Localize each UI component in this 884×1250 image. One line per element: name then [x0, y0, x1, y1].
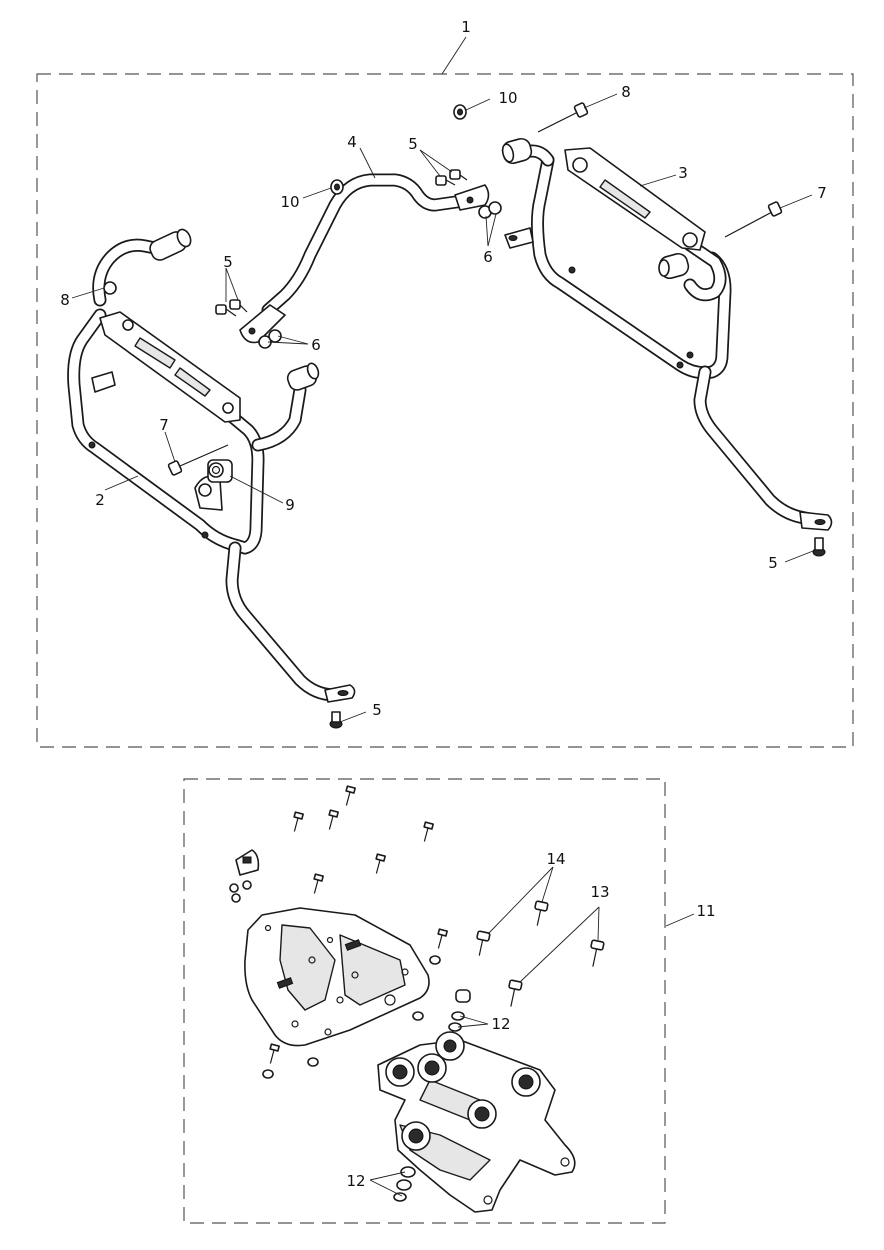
callout-7-left: 7	[159, 416, 169, 434]
small-nut-left	[103, 281, 117, 295]
lock-barrel-part	[207, 459, 233, 483]
foot-bolt-left	[329, 711, 343, 729]
long-bolt-right	[724, 201, 783, 238]
callout-10-top: 10	[498, 89, 517, 107]
callout-14: 14	[546, 850, 565, 868]
callout-5-foot-right: 5	[768, 554, 778, 572]
callout-7-right: 7	[817, 184, 827, 202]
rack-screws	[269, 785, 448, 1064]
callout-12-upper: 12	[491, 1015, 510, 1033]
rack-mount-boss	[385, 1031, 541, 1151]
callout-6-center: 6	[483, 248, 493, 266]
washer-top	[453, 104, 467, 120]
callout-6-left: 6	[311, 336, 321, 354]
callout-11: 11	[696, 902, 715, 920]
long-bolt-left	[167, 444, 229, 476]
washer-left	[330, 179, 344, 195]
rack-washers-upper	[412, 955, 471, 1032]
right-pannier-frame	[501, 137, 833, 531]
rack-small-clip	[229, 849, 260, 903]
bolt-pair-left	[215, 299, 248, 317]
callout-1: 1	[461, 18, 471, 36]
callout-13: 13	[590, 883, 609, 901]
callout-5-center: 5	[408, 135, 418, 153]
callout-5-left: 5	[223, 253, 233, 271]
long-bolt-top-right	[537, 102, 589, 133]
callout-9: 9	[285, 496, 295, 514]
left-pannier-frame	[67, 228, 356, 703]
rack-bolts	[476, 900, 605, 1007]
callout-12-lower: 12	[346, 1172, 365, 1190]
callout-8-right: 8	[621, 83, 631, 101]
pannier-kit-boundary	[36, 73, 854, 748]
callout-2: 2	[95, 491, 105, 509]
rack-plate	[244, 907, 430, 1047]
callout-4: 4	[347, 133, 357, 151]
bolt-pair-center	[435, 169, 468, 186]
top-rack-kit-boundary	[183, 778, 666, 1224]
callout-8-left: 8	[60, 291, 70, 309]
callout-10-left: 10	[280, 193, 299, 211]
callout-5-foot-left: 5	[372, 701, 382, 719]
leader-lines	[71, 36, 814, 1197]
cross-bar	[239, 173, 490, 344]
rack-washers-lower	[262, 1057, 416, 1202]
callout-3: 3	[678, 164, 688, 182]
nut-pair-center	[478, 201, 502, 219]
rack-base	[377, 1031, 576, 1213]
foot-bolt-right	[812, 537, 826, 557]
